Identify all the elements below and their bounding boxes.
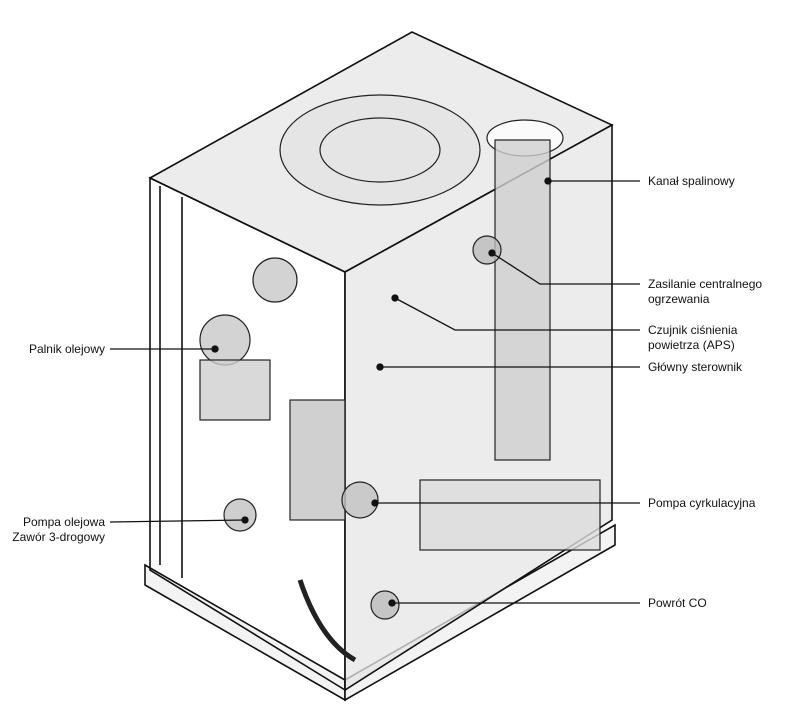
leader-lines [109,177,640,607]
label-three-way-valve: Zawór 3-drogowy [12,530,105,544]
oil-pump-body [223,498,257,532]
label-aps-line1: Czujnik ciśnienia [648,323,738,337]
oil-burner-motor [199,314,251,366]
label-oil-pump: Pompa olejowa [22,515,105,529]
leader-ch-supply [491,252,640,285]
heat-exchanger [199,359,271,421]
air-intake-cover [279,94,481,206]
label-aps-line2: powietrza (APS) [648,338,735,352]
label-oil-burner: Palnik olejowy [28,342,105,356]
label-ch-supply-line1: Zasilanie centralnego [648,277,763,291]
circulation-pump-body [341,481,379,519]
leader-aps [394,297,640,331]
label-circulation-pump: Pompa cyrkulacyjna [648,496,756,510]
label-ch-return: Powrót CO [648,596,707,610]
hose [297,579,357,663]
label-ch-supply-line2: ogrzewania [648,292,710,306]
internal-components [199,94,601,663]
label-flue-duct: Kanał spalinowy [648,174,735,188]
ch-return-connector [370,590,400,620]
flue-pipe [494,139,551,461]
label-main-controller: Główny sterownik [648,360,743,374]
ch-supply-connector [472,235,502,265]
leader-oil-pump [109,519,246,523]
